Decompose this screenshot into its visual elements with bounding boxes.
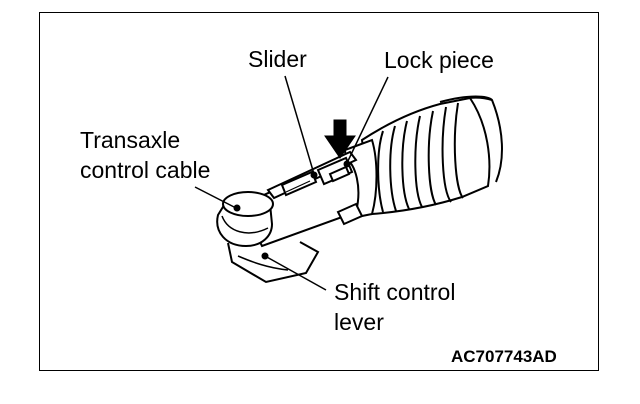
bellows-boot bbox=[360, 96, 491, 216]
lock-piece-label: Lock piece bbox=[384, 47, 494, 73]
shift-lever-shape bbox=[227, 241, 320, 284]
lock-piece-pointer-dot bbox=[343, 160, 351, 168]
slider-pointer-dot bbox=[310, 171, 318, 179]
cable-pointer-dot bbox=[233, 204, 241, 212]
slider-label: Slider bbox=[248, 46, 307, 72]
leader-lines bbox=[194, 75, 389, 291]
lever-label-line1: Shift control bbox=[334, 279, 456, 305]
lever-pointer-dot bbox=[261, 252, 269, 260]
cable-label-line1: Transaxle bbox=[80, 127, 181, 153]
down-arrow-icon bbox=[324, 119, 356, 159]
cable-label-line2: control cable bbox=[80, 157, 211, 183]
lever-label-line2: lever bbox=[334, 309, 384, 335]
socket-head bbox=[216, 191, 274, 248]
figure-code: AC707743AD bbox=[451, 347, 557, 366]
